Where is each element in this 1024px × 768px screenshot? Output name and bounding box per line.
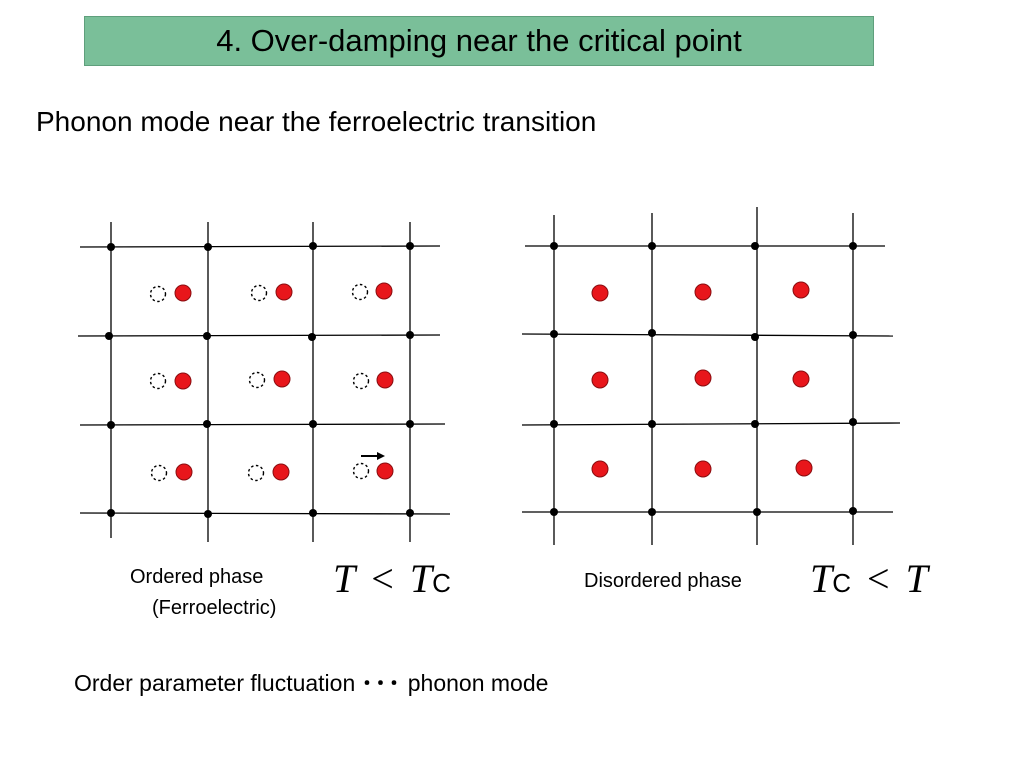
- center-position-marker: [352, 372, 370, 390]
- lattice-node: [550, 242, 558, 250]
- math-symbol: T: [409, 556, 433, 601]
- grid-line: [521, 422, 901, 426]
- centered-atom: [792, 281, 810, 299]
- math-relation: <: [371, 556, 394, 601]
- lattice-node: [751, 242, 759, 250]
- lattice-node: [406, 420, 414, 428]
- lattice-node: [406, 242, 414, 250]
- lattice-node: [309, 242, 317, 250]
- grid-line: [79, 245, 441, 248]
- lattice-node: [406, 509, 414, 517]
- displaced-atom: [275, 283, 293, 301]
- center-position-marker: [352, 462, 370, 480]
- lattice-node: [550, 330, 558, 338]
- lattice-node: [309, 509, 317, 517]
- footer-statement: Order parameter fluctuation･･･phonon mod…: [74, 664, 548, 698]
- ordered-displaced-atoms: [174, 282, 394, 481]
- grid-line: [521, 333, 894, 337]
- center-position-marker: [351, 283, 369, 301]
- math-subscript: C: [432, 568, 451, 598]
- grid-line: [79, 423, 446, 426]
- math-symbol: T: [333, 556, 356, 601]
- lattice-node: [309, 420, 317, 428]
- grid-line: [77, 334, 441, 337]
- footer-dots: ･･･: [361, 670, 402, 696]
- centered-atom: [694, 460, 712, 478]
- math-relation: <: [867, 556, 890, 601]
- lattice-node: [203, 420, 211, 428]
- ordered-lattice-nodes: [105, 242, 414, 518]
- footer-right: phonon mode: [407, 670, 549, 696]
- math-symbol: T: [905, 556, 928, 601]
- displaced-atom: [376, 371, 394, 389]
- centered-atom: [591, 284, 609, 302]
- centered-atom: [694, 283, 712, 301]
- lattice-node: [204, 510, 212, 518]
- slide-title-banner: 4. Over-damping near the critical point: [84, 16, 874, 66]
- displaced-atom: [375, 282, 393, 300]
- lattice-node: [753, 508, 761, 516]
- lattice-node: [107, 243, 115, 251]
- center-position-marker: [149, 372, 167, 390]
- centered-atom: [694, 369, 712, 387]
- disordered-centered-atoms: [591, 281, 813, 478]
- lattice-node: [107, 509, 115, 517]
- ordered-center-positions: [149, 283, 370, 482]
- ordered-phase-caption: Ordered phase: [130, 566, 264, 588]
- lattice-node: [648, 420, 656, 428]
- lattice-node: [107, 421, 115, 429]
- displaced-atom: [272, 463, 290, 481]
- footer-left: Order parameter fluctuation: [74, 670, 356, 696]
- lattice-node: [648, 508, 656, 516]
- lattice-node: [648, 242, 656, 250]
- center-position-marker: [248, 371, 266, 389]
- math-subscript: C: [832, 568, 852, 598]
- lattice-node: [204, 243, 212, 251]
- center-position-marker: [149, 285, 167, 303]
- disordered-condition: TC<T: [810, 555, 928, 602]
- ordered-phase-subcaption: (Ferroelectric): [152, 597, 277, 619]
- lattice-node: [550, 420, 558, 428]
- displaced-atom: [175, 463, 193, 481]
- lattice-node: [751, 420, 759, 428]
- displaced-atom: [273, 370, 291, 388]
- displaced-atom: [174, 284, 192, 302]
- lattice-node: [648, 329, 656, 337]
- centered-atom: [792, 370, 810, 388]
- lattice-node: [550, 508, 558, 516]
- displacement-arrow: [361, 452, 385, 460]
- ordered-condition: T<TC: [333, 555, 451, 602]
- lattice-node: [849, 418, 857, 426]
- disordered-phase-caption: Disordered phase: [584, 570, 742, 592]
- center-position-marker: [250, 284, 268, 302]
- displaced-atom: [376, 462, 394, 480]
- slide-subtitle: Phonon mode near the ferroelectric trans…: [36, 106, 597, 137]
- displaced-atom: [174, 372, 192, 390]
- center-position-marker: [247, 464, 265, 482]
- centered-atom: [591, 460, 609, 478]
- lattice-node: [751, 333, 759, 341]
- ordered-lattice: [77, 222, 451, 542]
- lattice-node: [849, 507, 857, 515]
- lattice-node: [849, 331, 857, 339]
- grid-line: [79, 512, 451, 515]
- slide-title: 4. Over-damping near the critical point: [216, 23, 742, 58]
- lattice-node: [849, 242, 857, 250]
- lattice-node: [406, 331, 414, 339]
- centered-atom: [795, 459, 813, 477]
- math-symbol: T: [810, 556, 833, 601]
- center-position-marker: [150, 464, 168, 482]
- lattice-node: [105, 332, 113, 340]
- lattice-node: [203, 332, 211, 340]
- disordered-lattice: [521, 207, 901, 545]
- disordered-lattice-nodes: [550, 242, 857, 516]
- lattice-node: [308, 333, 316, 341]
- centered-atom: [591, 371, 609, 389]
